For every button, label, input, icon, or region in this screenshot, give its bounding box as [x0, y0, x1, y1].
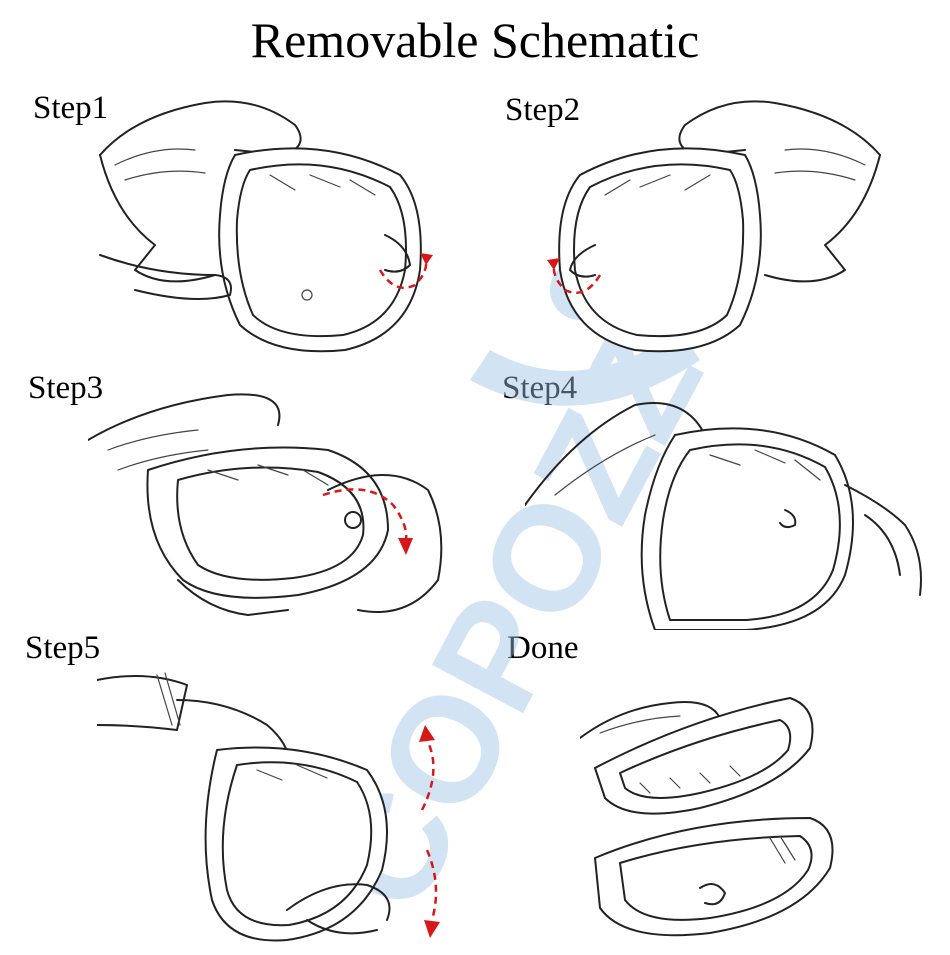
page-title: Removable Schematic — [250, 12, 700, 68]
step2-label: Step2 — [505, 92, 581, 128]
step2-illustration — [540, 95, 885, 360]
step4-illustration — [525, 395, 945, 630]
step1-illustration — [95, 95, 440, 360]
step4-label: Step4 — [502, 370, 578, 406]
step5-illustration — [97, 670, 447, 948]
done-illustration — [580, 688, 842, 946]
step3-illustration — [88, 380, 460, 630]
step1-label: Step1 — [33, 90, 109, 126]
step5-label: Step5 — [25, 630, 101, 666]
done-label: Done — [507, 630, 579, 666]
step3-label: Step3 — [28, 370, 104, 406]
